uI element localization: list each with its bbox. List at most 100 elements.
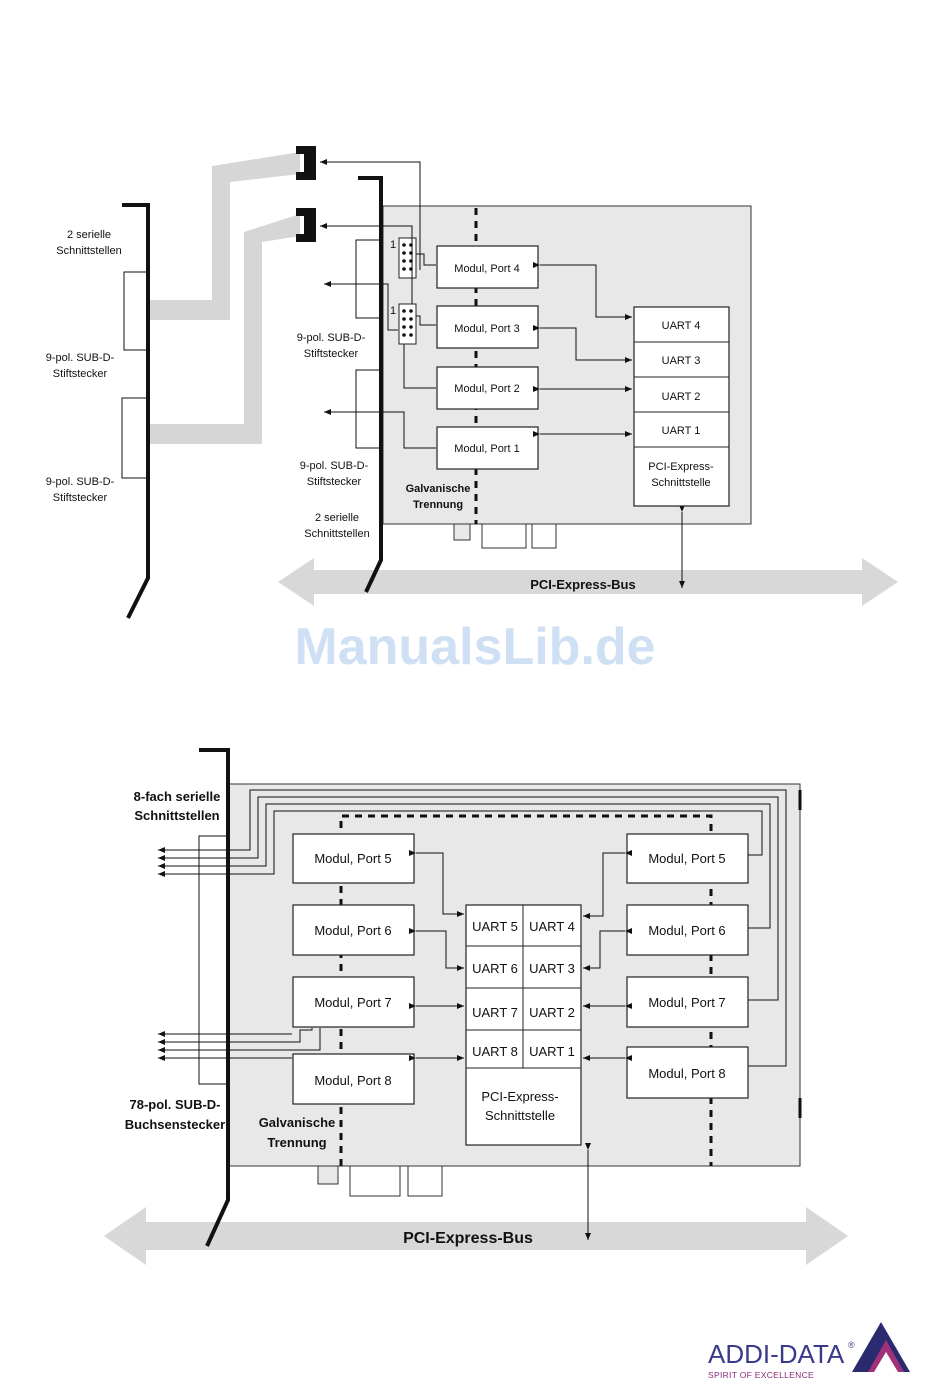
left-module-port-8: Modul, Port 8 [292, 1053, 415, 1105]
uart-grid [465, 904, 582, 1146]
svg-text:Modul, Port 4: Modul, Port 4 [454, 263, 519, 275]
wire-module2-output [324, 281, 398, 331]
svg-text:Modul, Port 5: Modul, Port 5 [314, 851, 391, 866]
uart-3: UART 3 [662, 355, 701, 367]
left-label-interfaces: 2 serielle Schnittstellen [56, 229, 121, 257]
uart-1-b: UART 1 [529, 1044, 575, 1059]
svg-text:Modul, Port 8: Modul, Port 8 [314, 1073, 391, 1088]
ribbon-cable-1 [148, 152, 300, 320]
watermark: ManualsLib.de [294, 618, 655, 676]
bottom-card-notch [317, 1165, 339, 1185]
card-slot-bracket [358, 176, 383, 593]
svg-text:Stiftstecker: Stiftstecker [307, 476, 362, 488]
uart-4: UART 4 [662, 320, 701, 332]
bottom-bus-arrow [104, 1207, 848, 1265]
left-module-port-7: Modul, Port 7 [292, 976, 415, 1028]
uart-6: UART 6 [472, 961, 518, 976]
card-label-interfaces: 2 serielle Schnittstellen [304, 512, 369, 540]
uart-4-b: UART 4 [529, 919, 575, 934]
bottom-bus-label: PCI-Express-Bus [403, 1230, 533, 1247]
left-sub-d-2-outline [121, 397, 148, 479]
bottom-isolation-label: Galvanische Trennung [259, 1115, 336, 1150]
right-module-uart-links [583, 850, 632, 1061]
svg-text:8-fach serielle: 8-fach serielle [134, 789, 221, 804]
card-sub-d-1-outline [355, 239, 381, 319]
pin-marker-1: 1 [390, 239, 396, 251]
svg-text:Stiftstecker: Stiftstecker [53, 368, 108, 380]
uart-1: UART 1 [662, 425, 701, 437]
card-sub-d-2-outline [355, 369, 381, 449]
interfaces-label: 8-fach serielle Schnittstellen [134, 789, 221, 823]
pin-header-1 [398, 237, 417, 279]
right-module-port-8: Modul, Port 8 [626, 1046, 749, 1099]
card-label-sub-d-1: 9-pol. SUB-D- Stiftstecker [297, 332, 366, 360]
svg-text:9-pol. SUB-D-: 9-pol. SUB-D- [46, 476, 115, 488]
svg-text:Modul, Port 1: Modul, Port 1 [454, 443, 519, 455]
top-isolation-label: Galvanische Trennung [406, 483, 471, 511]
module-port-2: Modul, Port 2 [436, 366, 539, 410]
svg-text:2 serielle: 2 serielle [315, 512, 359, 524]
wire-port3-connector [320, 223, 413, 304]
connector-78-pin-outline [198, 835, 229, 1085]
left-module-port-6: Modul, Port 6 [292, 904, 415, 956]
svg-text:Schnittstellen: Schnittstellen [134, 808, 219, 823]
link-port4-uart4 [533, 262, 632, 320]
right-module-port-7: Modul, Port 7 [626, 976, 749, 1028]
svg-text:Schnittstelle: Schnittstelle [485, 1108, 555, 1123]
top-card-edge-connector [481, 523, 557, 549]
svg-text:Modul, Port 7: Modul, Port 7 [648, 995, 725, 1010]
bottom-diagram: PCI-Express-Bus 8-fach serielle Schnitts… [104, 748, 848, 1265]
svg-text:Modul, Port 7: Modul, Port 7 [314, 995, 391, 1010]
left-module-routing [228, 1028, 321, 1059]
svg-text:Modul, Port 6: Modul, Port 6 [648, 923, 725, 938]
left-label-sub-d-2: 9-pol. SUB-D- Stiftstecker [46, 476, 115, 504]
module-port-4: Modul, Port 4 [436, 245, 539, 289]
logo-registered: ® [848, 1340, 855, 1350]
right-module-port-6: Modul, Port 6 [626, 904, 749, 956]
left-label-sub-d-1: 9-pol. SUB-D- Stiftstecker [46, 352, 115, 380]
uart-7: UART 7 [472, 1005, 518, 1020]
uart-3-b: UART 3 [529, 961, 575, 976]
svg-text:Buchsenstecker: Buchsenstecker [125, 1117, 225, 1132]
uart-5: UART 5 [472, 919, 518, 934]
bottom-card-edge-connector [349, 1165, 443, 1197]
svg-text:Stiftstecker: Stiftstecker [53, 492, 108, 504]
top-diagram: PCI-Express-Bus 2 serielle Schnittstelle… [46, 146, 898, 619]
svg-text:Modul, Port 6: Modul, Port 6 [314, 923, 391, 938]
svg-text:Schnittstelle: Schnittstelle [651, 477, 710, 489]
top-card-notch [453, 523, 471, 541]
svg-text:2 serielle: 2 serielle [67, 229, 111, 241]
svg-text:Stiftstecker: Stiftstecker [304, 348, 359, 360]
wire-module3-header [416, 315, 436, 326]
sub-d-connector-2 [296, 208, 316, 242]
logo-tagline: SPIRIT OF EXCELLENCE [708, 1370, 814, 1380]
left-module-uart-links [409, 850, 464, 1061]
sub-d-connector-1 [296, 146, 316, 180]
connector-label: 78-pol. SUB-D- Buchsenstecker [125, 1097, 225, 1132]
svg-text:Schnittstellen: Schnittstellen [304, 528, 369, 540]
left-module-port-5: Modul, Port 5 [292, 833, 415, 884]
svg-text:Galvanische: Galvanische [406, 483, 471, 495]
output-arrows-lower [158, 1031, 228, 1061]
svg-text:Trennung: Trennung [267, 1135, 326, 1150]
left-sub-d-1-outline [123, 271, 148, 351]
link-port3-uart3 [533, 325, 632, 363]
output-arrows-upper [158, 847, 228, 877]
logo-name: ADDI-DATA [708, 1339, 845, 1369]
svg-text:Schnittstellen: Schnittstellen [56, 245, 121, 257]
top-bus-arrow [278, 558, 898, 606]
uart-2-b: UART 2 [529, 1005, 575, 1020]
logo-triangle-icon [852, 1322, 910, 1372]
svg-text:Trennung: Trennung [413, 499, 463, 511]
svg-text:PCI-Express-: PCI-Express- [648, 461, 714, 473]
svg-text:PCI-Express-: PCI-Express- [481, 1089, 558, 1104]
wire-module1-output [324, 409, 436, 449]
right-module-port-5: Modul, Port 5 [626, 833, 749, 884]
uart-2: UART 2 [662, 391, 701, 403]
module-port-3: Modul, Port 3 [436, 305, 539, 349]
card-label-sub-d-2: 9-pol. SUB-D- Stiftstecker [300, 460, 369, 488]
bottom-slot-bracket [199, 748, 230, 1247]
svg-text:Modul, Port 8: Modul, Port 8 [648, 1066, 725, 1081]
bottom-pci-interface: PCI-Express- Schnittstelle [481, 1089, 558, 1123]
